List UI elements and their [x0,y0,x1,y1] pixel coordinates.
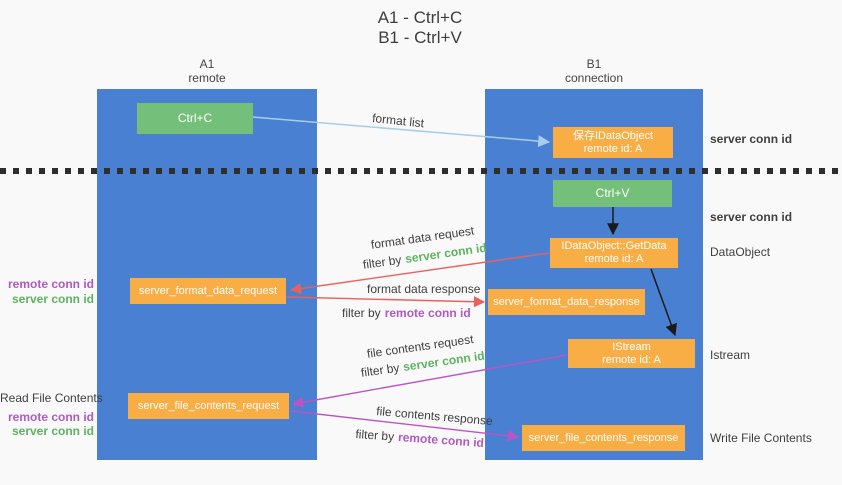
format-data-response-label: format data response [367,282,481,296]
istream-line2: remote id: A [602,353,661,366]
file-contents-request-arrow [291,354,568,408]
save-idataobject-line1: 保存IDataObject [572,129,654,142]
filter-by-text: filter by [342,306,381,320]
istream-side-label: Istream [710,348,751,362]
left-remote-conn-id-label-1: remote conn id [7,277,94,291]
save-idataobject-line2: remote id: A [583,142,643,155]
ctrl-v-box: Ctrl+V [553,180,672,207]
server-format-data-request-box: server_format_data_request [130,278,286,304]
dotted-divider-line [0,168,842,174]
write-file-contents-label: Write File Contents [710,431,812,445]
file-contents-response-arrow [290,410,520,442]
getdata-line2: remote id: A [584,253,644,265]
right-server-conn-id-label-1: server conn id [710,132,793,146]
istream-box: IStream remote id: A [568,339,695,368]
lane-header-a1: A1 remote [97,57,317,85]
lane-b1-subtitle: connection [564,71,624,85]
format-data-request-arrow [289,252,550,295]
ctrl-c-box: Ctrl+C [137,103,253,134]
format-data-response-arrow [286,296,486,308]
right-server-conn-id-label-2: server conn id [710,210,793,224]
ctrl-v-label: Ctrl+V [595,186,630,200]
lane-a1-subtitle: remote [188,71,226,85]
filter-by-text: filter by [355,427,395,444]
server-file-contents-response-label: server_file_contents_response [528,431,679,444]
format-list-arrow [252,116,551,148]
server-file-contents-request-box: server_file_contents_request [128,393,289,419]
remote-conn-id-text: remote conn id [384,306,471,320]
title-line-a1: A1 - Ctrl+C [377,8,463,27]
server-format-data-request-label: server_format_data_request [138,284,278,297]
server-format-data-response-box: server_format_data_response [488,289,645,315]
ctrl-c-label: Ctrl+C [177,111,213,125]
istream-line1: IStream [612,340,651,353]
lane-a1-title: A1 [199,57,215,71]
lane-b1-title: B1 [586,57,602,71]
left-server-conn-id-label-2: server conn id [11,424,94,438]
lane-header-b1: B1 connection [485,57,703,85]
title-line-b1: B1 - Ctrl+V [378,28,462,47]
getdata-to-istream-arrow [650,268,677,337]
diagram-title: A1 - Ctrl+C B1 - Ctrl+V [280,8,560,48]
getdata-line1: IDataObject::GetData [561,240,667,252]
getdata-box: IDataObject::GetData remote id: A [550,238,678,268]
server-file-contents-response-box: server_file_contents_response [522,425,685,451]
read-file-contents-label: Read File Contents [0,391,103,405]
server-file-contents-request-label: server_file_contents_request [137,399,280,412]
left-remote-conn-id-label-2: remote conn id [7,410,94,424]
save-idataobject-box: 保存IDataObject remote id: A [553,127,673,158]
dataobject-label: DataObject [710,245,771,259]
server-format-data-response-label: server_format_data_response [493,295,640,308]
left-server-conn-id-label-1: server conn id [11,292,94,306]
